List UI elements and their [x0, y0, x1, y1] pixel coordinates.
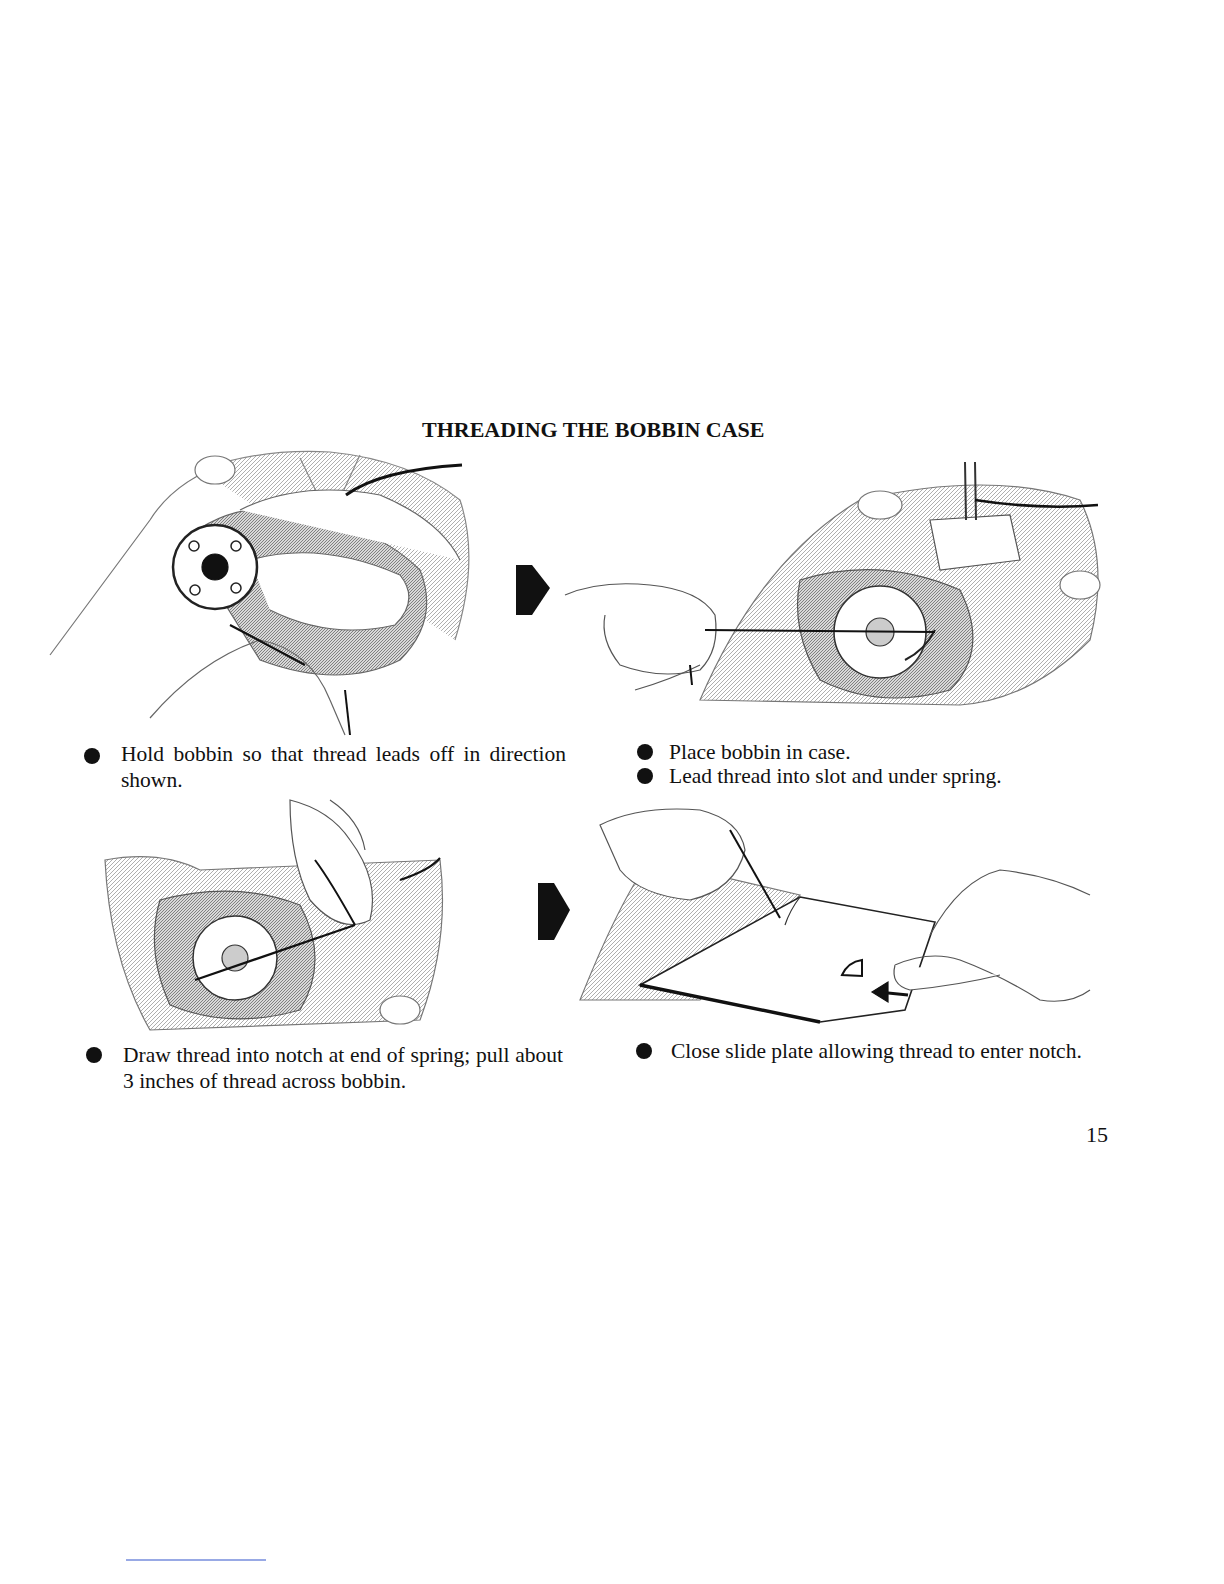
step-text: Lead thread into slot and under spring. — [669, 763, 1114, 789]
step-arrow — [538, 883, 570, 940]
step-text: Close slide plate allowing thread to ent… — [671, 1038, 1111, 1064]
slide-plate-illustration — [580, 809, 1090, 1022]
thread-notch-illustration — [105, 800, 443, 1030]
step-text: Draw thread into notch at end of spring;… — [123, 1042, 563, 1094]
step-text: Hold bobbin so that thread leads off in … — [121, 741, 566, 793]
footer-rule — [126, 1559, 266, 1560]
page-number: 15 — [1086, 1122, 1108, 1148]
bobbin-hold-illustration — [50, 451, 469, 735]
step-text: Place bobbin in case. — [669, 739, 1114, 765]
bobbin-place-illustration — [565, 462, 1100, 705]
page-title: THREADING THE BOBBIN CASE — [422, 417, 765, 443]
step-arrow — [516, 565, 550, 615]
